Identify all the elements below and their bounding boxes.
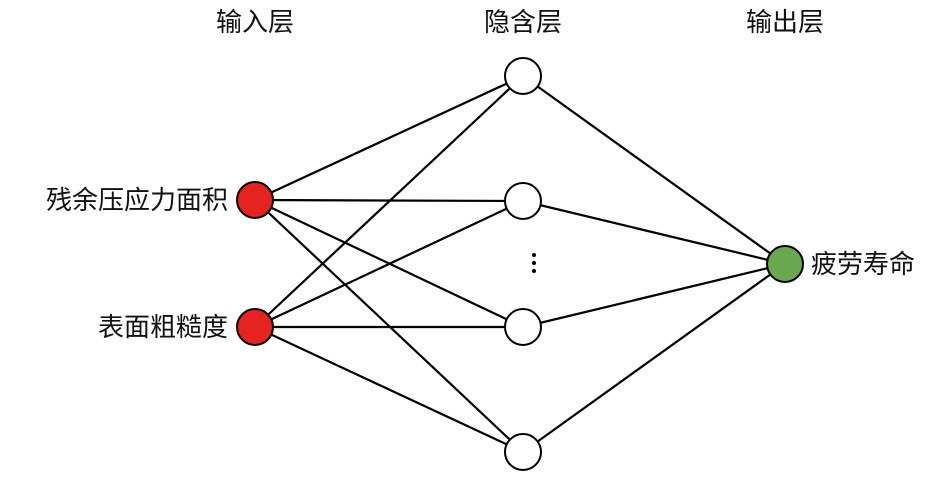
hidden-ellipsis [532,253,536,273]
ellipsis-dot-1 [532,253,536,257]
hidden-node-3 [504,308,542,346]
hidden-layer-title: 隐含层 [484,8,562,38]
edge-i1-h1 [254,75,524,201]
edge-i2-h4 [254,326,524,453]
hidden-node-1 [504,57,542,95]
input-label-1: 残余压应力面积 [46,186,228,216]
hidden-node-2 [504,182,542,220]
input-label-2: 表面粗糙度 [98,313,228,343]
ellipsis-dot-3 [532,269,536,273]
input-layer-title: 输入层 [216,8,294,38]
input-node-2 [236,308,274,346]
edge-h1-o1 [522,75,786,265]
edge-h2-o1 [522,199,786,266]
edge-i2-h2 [254,200,524,328]
input-node-1 [236,181,274,219]
edge-i2-h1 [254,75,524,328]
edge-h3-o1 [522,262,786,329]
edges-hidden-output [522,75,786,453]
edges-input-hidden [254,75,524,453]
output-node [766,245,804,283]
ellipsis-dot-2 [532,261,536,265]
edge-h4-o1 [522,263,786,453]
hidden-node-4 [504,433,542,471]
output-layer-title: 输出层 [746,8,824,38]
output-label: 疲劳寿命 [811,250,915,280]
